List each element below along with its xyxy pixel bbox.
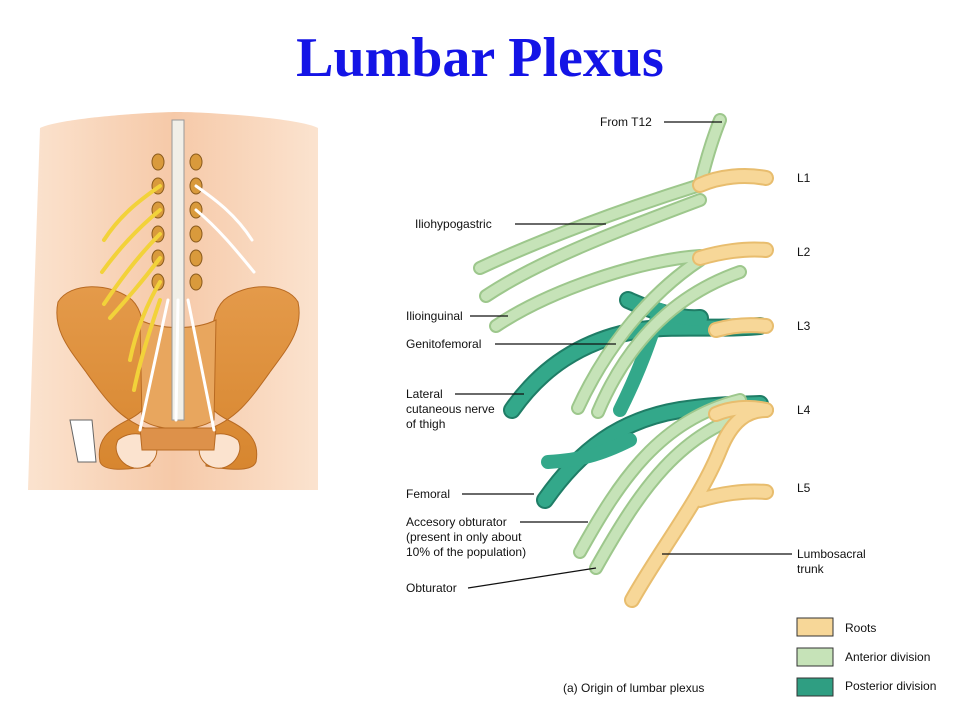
highlighted-plexus-nerves <box>100 184 162 392</box>
leader-lines <box>455 121 792 589</box>
label-genitofemoral: Genitofemoral <box>406 337 481 351</box>
level-l5: L5 <box>797 481 811 495</box>
label-iliohypogastric: Iliohypogastric <box>415 217 492 231</box>
figure-caption: (a) Origin of lumbar plexus <box>563 681 704 695</box>
label-from-t12: From T12 <box>600 115 652 129</box>
label-lateral-cutaneous-3: of thigh <box>406 417 445 431</box>
legend-label-posterior: Posterior division <box>845 679 936 693</box>
slide-title: Lumbar Plexus <box>296 27 664 89</box>
legend-swatch-posterior <box>796 677 834 697</box>
label-femoral: Femoral <box>406 487 450 501</box>
label-lateral-cutaneous-2: cutaneous nerve <box>406 402 495 416</box>
femur-stub <box>69 419 97 463</box>
level-l3: L3 <box>797 319 811 333</box>
root-nerves <box>624 168 774 608</box>
legend-swatch-roots <box>796 617 834 637</box>
legend: Roots Anterior division Posterior divisi… <box>796 617 936 697</box>
level-l4: L4 <box>797 403 811 417</box>
label-accessory-obturator-2: (present in only about <box>406 530 522 544</box>
label-accessory-obturator-1: Accesory obturator <box>406 515 507 529</box>
nerve-labels: From T12 Iliohypogastric Ilioinguinal Ge… <box>406 115 866 595</box>
legend-swatch-anterior <box>796 647 834 667</box>
label-accessory-obturator-3: 10% of the population) <box>406 545 526 559</box>
other-spinal-nerves <box>138 184 256 432</box>
level-labels: L1 L2 L3 L4 L5 <box>797 171 811 495</box>
label-obturator: Obturator <box>406 581 457 595</box>
label-lumbosacral-1: Lumbosacral <box>797 547 866 561</box>
legend-label-anterior: Anterior division <box>845 650 930 664</box>
legend-label-roots: Roots <box>845 621 876 635</box>
label-lateral-cutaneous-1: Lateral <box>406 387 443 401</box>
level-l1: L1 <box>797 171 811 185</box>
label-ilioinguinal: Ilioinguinal <box>406 309 463 323</box>
label-lumbosacral-2: trunk <box>797 562 825 576</box>
spinal-cord <box>151 119 203 421</box>
level-l2: L2 <box>797 245 811 259</box>
